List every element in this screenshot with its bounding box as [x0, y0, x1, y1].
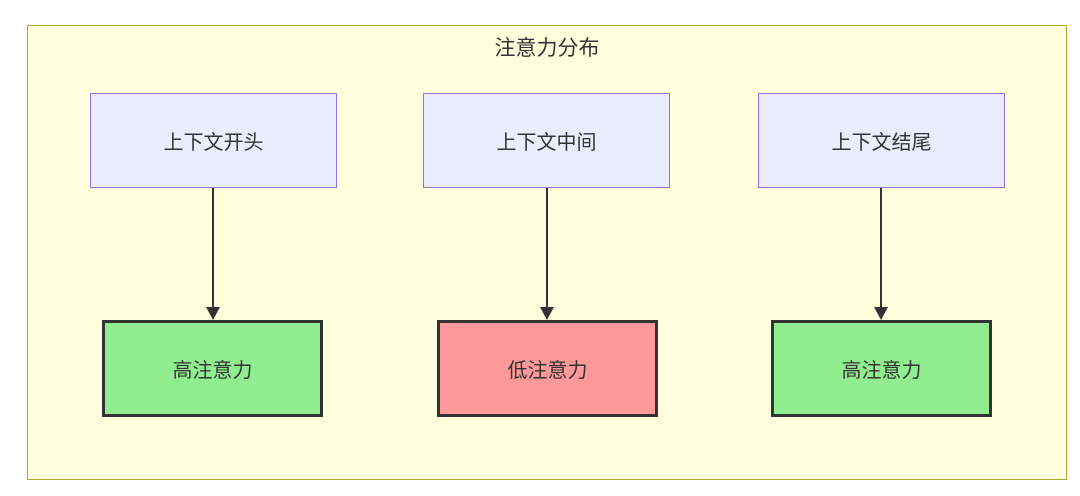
node-context-beginning-label: 上下文开头 [163, 132, 264, 154]
cluster-box: 注意力分布 上下文开头 上下文中间 上下文结尾 高注意力 低注意力 高注意力 [27, 25, 1067, 480]
arrowhead-icon [540, 307, 554, 320]
arrowhead-icon [206, 307, 220, 320]
arrow-line-end-to-high [880, 188, 882, 309]
arrow-line-beginning-to-high [212, 188, 214, 309]
arrowhead-icon [874, 307, 888, 320]
node-context-middle: 上下文中间 [423, 93, 670, 188]
node-context-beginning: 上下文开头 [90, 93, 337, 188]
node-context-end: 上下文结尾 [758, 93, 1005, 188]
node-high-attention-left: 高注意力 [102, 320, 323, 417]
node-low-attention-middle-label: 低注意力 [507, 360, 588, 382]
node-context-end-label: 上下文结尾 [831, 132, 932, 154]
node-high-attention-right: 高注意力 [771, 320, 992, 417]
node-high-attention-left-label: 高注意力 [172, 360, 253, 382]
node-high-attention-right-label: 高注意力 [841, 360, 922, 382]
diagram-title: 注意力分布 [494, 37, 600, 60]
arrow-line-middle-to-low [546, 188, 548, 309]
node-low-attention-middle: 低注意力 [437, 320, 658, 417]
node-context-middle-label: 上下文中间 [496, 132, 597, 154]
